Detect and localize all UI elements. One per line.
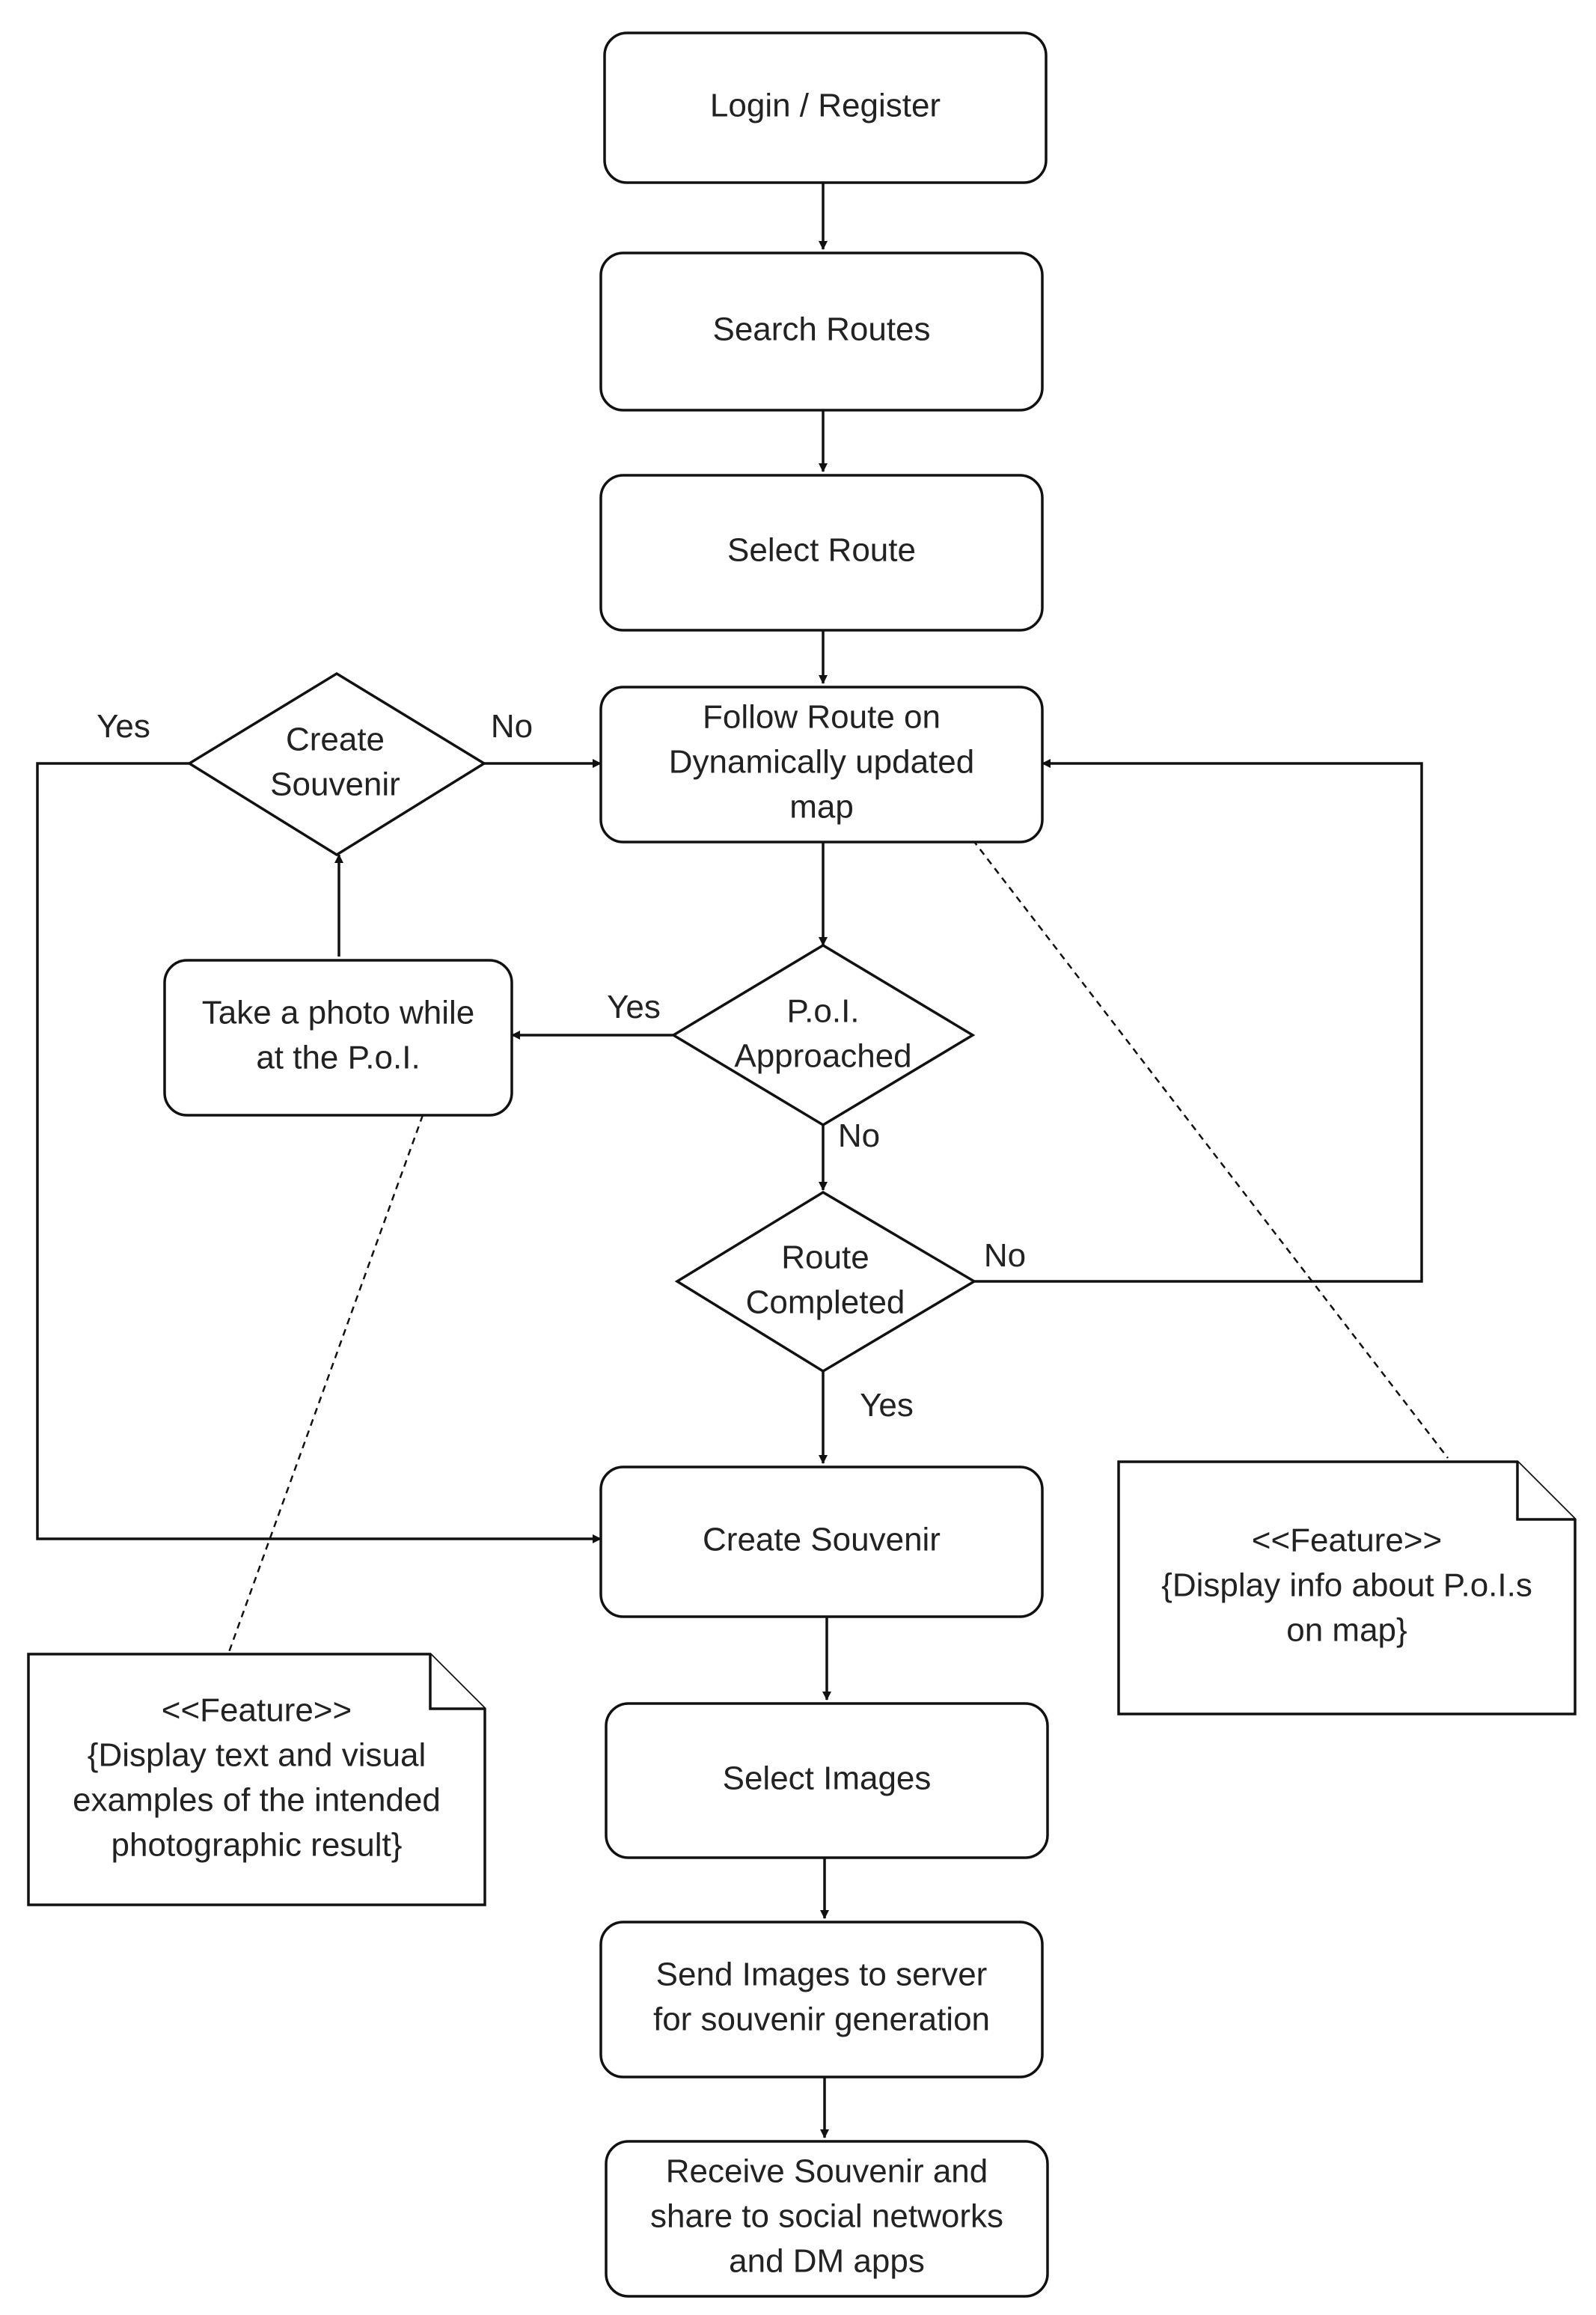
label-poi-no: No bbox=[838, 1117, 880, 1154]
text-line: map bbox=[789, 789, 854, 826]
svg-text:Search Routes: Search Routes bbox=[712, 311, 930, 348]
text-line: Dynamically updated bbox=[669, 744, 974, 781]
text-line: Receive Souvenir and bbox=[666, 2153, 988, 2190]
note-map-feature: <<Feature>> {Display info about P.o.I.s on… bbox=[1117, 1460, 1577, 1715]
edges bbox=[36, 183, 1423, 2138]
node-send-images: Send Images to server for souvenir genera… bbox=[599, 1921, 1044, 2078]
text-line: {Display text and visual bbox=[88, 1737, 426, 1774]
node-search-routes: Search Routes bbox=[599, 251, 1044, 412]
text-line: Login / Register bbox=[710, 88, 941, 124]
text-line: Follow Route on bbox=[703, 699, 941, 736]
text-line: P.o.I. bbox=[786, 993, 859, 1030]
text-line: <<Feature>> bbox=[1252, 1522, 1442, 1559]
text-line: Send Images to server bbox=[656, 1956, 988, 1993]
svg-text:Create Souvenir: Create Souvenir bbox=[703, 1522, 941, 1558]
label-create-yes: Yes bbox=[97, 708, 150, 745]
decision-poi-approached: P.o.I. Approached bbox=[670, 943, 976, 1127]
svg-text:Login / Register: Login / Register bbox=[710, 88, 941, 124]
text-line: Approached bbox=[734, 1038, 911, 1075]
text-line: Create Souvenir bbox=[703, 1522, 941, 1558]
note-photo-feature: <<Feature>> {Display text and visual examp… bbox=[27, 1653, 486, 1906]
node-select-images: Select Images bbox=[605, 1702, 1049, 1859]
text-line: on map} bbox=[1286, 1612, 1407, 1649]
label-create-no: No bbox=[491, 708, 533, 745]
text-line: at the P.o.I. bbox=[256, 1040, 420, 1076]
text-line: Route bbox=[781, 1239, 869, 1276]
note-link-photo bbox=[227, 1114, 424, 1655]
text-line: {Display info about P.o.I.s bbox=[1161, 1567, 1532, 1604]
node-create-souvenir: Create Souvenir bbox=[599, 1465, 1044, 1618]
text-line: Souvenir bbox=[270, 766, 400, 803]
text-line: Select Images bbox=[723, 1760, 932, 1797]
svg-text:P.o.I.Approached: P.o.I. Approached bbox=[734, 993, 911, 1075]
label-route-yes: Yes bbox=[860, 1387, 914, 1424]
text-line: Create bbox=[286, 722, 385, 758]
text-line: share to social networks bbox=[650, 2198, 1003, 2235]
svg-text:<<Feature>>{Display info about: <<Feature>> {Display info about P.o.I.s on… bbox=[1161, 1522, 1532, 1649]
node-take-photo: Take a photo while at the P.o.I. bbox=[163, 959, 513, 1117]
text-line: examples of the intended bbox=[73, 1782, 441, 1819]
label-route-no: No bbox=[984, 1237, 1026, 1274]
edge-route-no-to-follow bbox=[974, 759, 1423, 1283]
text-line: for souvenir generation bbox=[653, 2001, 990, 2038]
text-line: and DM apps bbox=[729, 2243, 925, 2280]
node-select-route: Select Route bbox=[599, 474, 1044, 632]
svg-text:<<Feature>>{Display text and v: <<Feature>> {Display text and visual examp… bbox=[73, 1692, 441, 1864]
text-line: Search Routes bbox=[712, 311, 930, 348]
text-line: <<Feature>> bbox=[162, 1692, 352, 1729]
text-line: Select Route bbox=[727, 532, 916, 569]
svg-text:Select Images: Select Images bbox=[723, 1760, 932, 1797]
node-login-register: Login / Register bbox=[603, 31, 1048, 184]
label-poi-yes: Yes bbox=[607, 989, 661, 1025]
svg-text:Select Route: Select Route bbox=[727, 532, 916, 569]
node-follow-route: Follow Route on Dynamically updated map bbox=[599, 686, 1044, 844]
text-line: Completed bbox=[746, 1284, 905, 1321]
edge-create-yes-to-create-souvenir bbox=[36, 762, 602, 1543]
node-receive-souvenir: Receive Souvenir and share to social netw… bbox=[605, 2140, 1049, 2298]
note-link-map bbox=[972, 839, 1449, 1459]
text-line: Take a photo while bbox=[202, 995, 474, 1031]
text-line: photographic result} bbox=[111, 1827, 403, 1864]
